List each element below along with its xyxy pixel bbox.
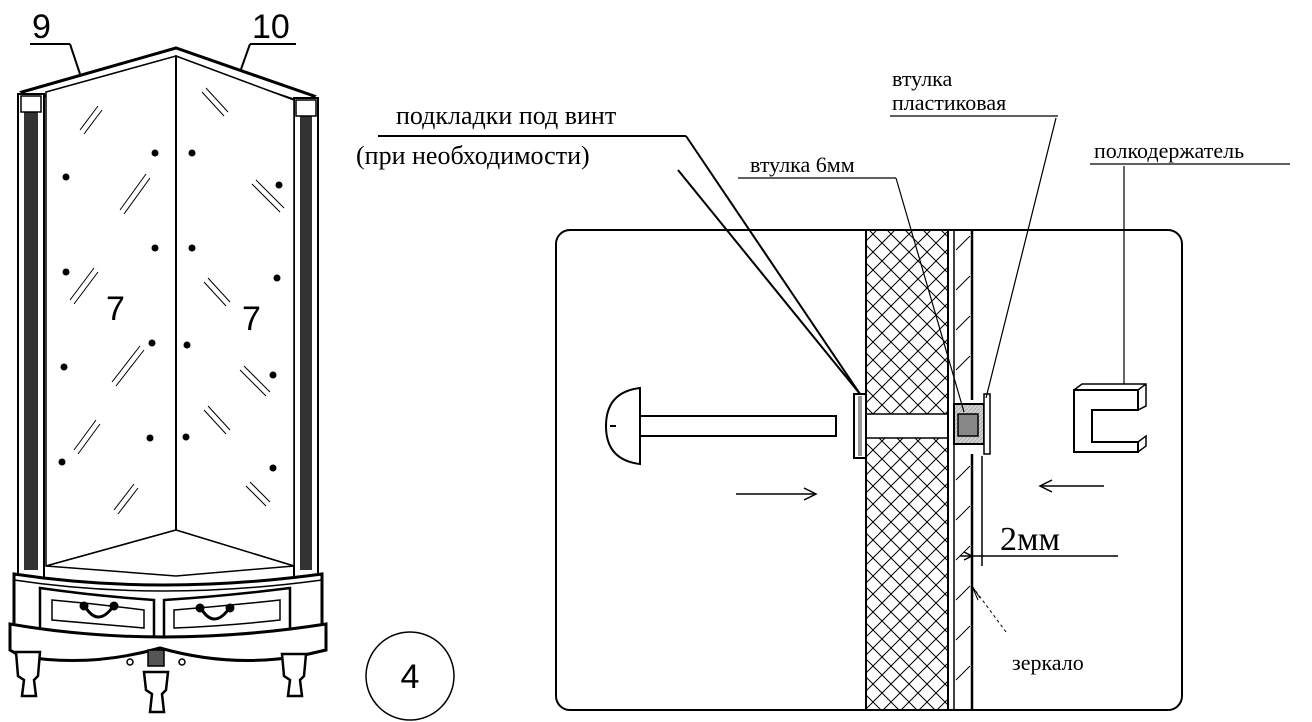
- label-shims-line1: подкладки под винт: [396, 101, 616, 130]
- leader-sleeve-6mm: [738, 177, 965, 413]
- direction-arrows: [736, 479, 1104, 501]
- shelf-holder: [1073, 389, 1139, 453]
- right-pilaster-groove: [300, 114, 312, 570]
- panel-hole: [865, 413, 949, 439]
- leader-shims: [378, 135, 861, 395]
- label-shelf-holder: полкодержатель: [1094, 138, 1244, 163]
- leader-10: [239, 43, 251, 73]
- leader-plastic-sleeve: [890, 115, 1058, 399]
- label-plastic-sleeve-line2: пластиковая: [892, 90, 1006, 115]
- part-label-9: 9: [32, 8, 51, 46]
- gap-dimension: [960, 456, 1118, 566]
- step-circle: [365, 631, 455, 721]
- part-label-10: 10: [252, 8, 290, 46]
- cabinet-floor: [45, 529, 295, 577]
- leader-9: [69, 43, 81, 75]
- label-sleeve-6mm: втулка 6мм: [750, 152, 855, 177]
- sleeve-flange: [983, 393, 991, 455]
- label-shims-line2: (при необходимости): [356, 141, 590, 170]
- left-pilaster-groove: [24, 110, 38, 570]
- label-plastic-sleeve-line1: втулка: [892, 66, 953, 91]
- mirror-reflection-marks: [69, 87, 285, 515]
- section-view: подкладки под винт (при необходимости) в…: [356, 66, 1290, 711]
- mirror-panel-right: [175, 54, 295, 568]
- step-number: 4: [401, 658, 420, 696]
- drawer-handles: [79, 601, 235, 621]
- leader-shelf-holder: [1090, 163, 1290, 384]
- step-badge: 4: [365, 631, 455, 721]
- panel-label-left: 7: [106, 290, 125, 328]
- sleeve-6mm: [957, 413, 979, 437]
- plinth: [8, 622, 328, 662]
- panel-label-right: 7: [242, 300, 261, 338]
- legs: [14, 650, 308, 714]
- screw: [604, 386, 837, 466]
- corner-cabinet: 9 10 7 7: [8, 8, 328, 714]
- mirror-hatch: [955, 235, 971, 681]
- label-mirror: зеркало: [1012, 650, 1084, 675]
- shelf-holes: [58, 149, 283, 472]
- mirror-leader: [971, 585, 1007, 633]
- label-gap-2mm: 2мм: [1000, 521, 1060, 558]
- chipboard-panel: [865, 229, 949, 711]
